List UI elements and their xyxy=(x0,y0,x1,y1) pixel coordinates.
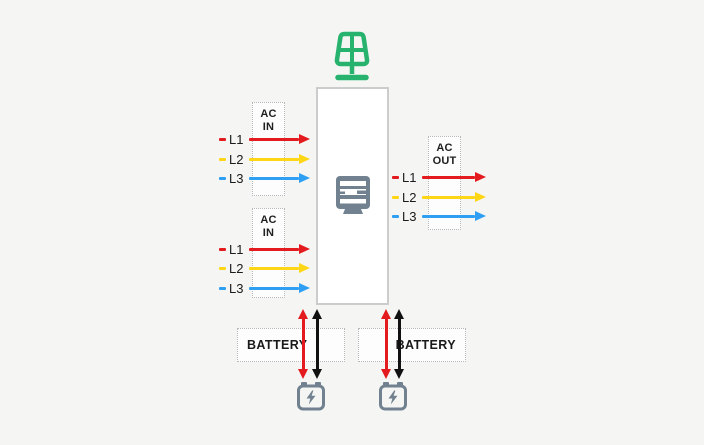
phase-line xyxy=(249,176,299,180)
arrow-shaft xyxy=(397,319,401,369)
arrow-up-icon xyxy=(381,309,391,319)
phase-label: L2 xyxy=(229,260,244,276)
phase-stub xyxy=(219,157,226,161)
ac-in-bottom-box: AC IN xyxy=(252,208,285,298)
phase-label: L1 xyxy=(229,131,244,147)
arrow-down-icon xyxy=(381,369,391,379)
battery-left-box: BATTERY xyxy=(237,328,345,362)
phase-label: L1 xyxy=(402,169,417,185)
battery-left-arrow-black xyxy=(311,309,323,379)
ac-in-bottom-title: AC IN xyxy=(260,214,277,239)
arrow-up-icon xyxy=(312,309,322,319)
phase-line xyxy=(249,247,299,251)
ac-in-bottom-phase-l2: L2 xyxy=(219,258,310,278)
phase-label: L3 xyxy=(229,280,244,296)
phase-line xyxy=(249,137,299,141)
ac-in-top-phase-l1: L1 xyxy=(219,129,310,149)
inverter-icon xyxy=(333,176,373,221)
phase-stub xyxy=(219,266,226,270)
phase-stub xyxy=(219,247,226,251)
ac-in-top-title: AC IN xyxy=(260,108,277,133)
arrow-right-icon xyxy=(299,154,310,164)
ac-in-top-box: AC IN xyxy=(252,102,285,196)
battery-right-arrow-red xyxy=(380,309,392,379)
ac-in-bottom-phase-l3: L3 xyxy=(219,278,310,298)
phase-line xyxy=(249,286,299,290)
phase-label: L2 xyxy=(402,189,417,205)
phase-stub xyxy=(219,286,226,290)
phase-label: L3 xyxy=(402,208,417,224)
arrow-up-icon xyxy=(394,309,404,319)
arrow-down-icon xyxy=(312,369,322,379)
phase-stub xyxy=(392,214,399,218)
ac-out-title: AC OUT xyxy=(432,142,457,167)
ac-out-phase-l1: L1 xyxy=(392,167,486,187)
ac-in-bottom-phase-l1: L1 xyxy=(219,239,310,259)
phase-line xyxy=(249,266,299,270)
arrow-right-icon xyxy=(299,134,310,144)
phase-stub xyxy=(392,195,399,199)
battery-left-label: BATTERY xyxy=(247,338,308,352)
arrow-right-icon xyxy=(475,211,486,221)
battery-left-arrow-red xyxy=(297,309,309,379)
ac-in-top-phase-l3: L3 xyxy=(219,168,310,188)
ac-out-phase-l2: L2 xyxy=(392,187,486,207)
arrow-right-icon xyxy=(475,172,486,182)
battery-right-arrow-black xyxy=(393,309,405,379)
battery-icon xyxy=(379,382,407,417)
phase-line xyxy=(422,195,475,199)
phase-label: L1 xyxy=(229,241,244,257)
battery-right-label: BATTERY xyxy=(395,338,456,352)
phase-stub xyxy=(219,137,226,141)
phase-stub xyxy=(219,176,226,180)
phase-line xyxy=(249,157,299,161)
arrow-shaft xyxy=(315,319,319,369)
ac-out-phase-l3: L3 xyxy=(392,206,486,226)
ac-out-box: AC OUT xyxy=(428,136,461,230)
battery-icon xyxy=(297,382,325,417)
phase-label: L2 xyxy=(229,151,244,167)
arrow-down-icon xyxy=(298,369,308,379)
arrow-right-icon xyxy=(475,192,486,202)
battery-right-box: BATTERY xyxy=(358,328,466,362)
phase-line xyxy=(422,214,475,218)
arrow-shaft xyxy=(384,319,388,369)
phase-line xyxy=(422,175,475,179)
arrow-right-icon xyxy=(299,244,310,254)
ac-in-top-phase-l2: L2 xyxy=(219,149,310,169)
arrow-up-icon xyxy=(298,309,308,319)
arrow-right-icon xyxy=(299,263,310,273)
arrow-down-icon xyxy=(394,369,404,379)
phase-label: L3 xyxy=(229,170,244,186)
arrow-right-icon xyxy=(299,173,310,183)
phase-stub xyxy=(392,175,399,179)
arrow-right-icon xyxy=(299,283,310,293)
solar-panel-icon xyxy=(331,31,373,88)
arrow-shaft xyxy=(301,319,305,369)
